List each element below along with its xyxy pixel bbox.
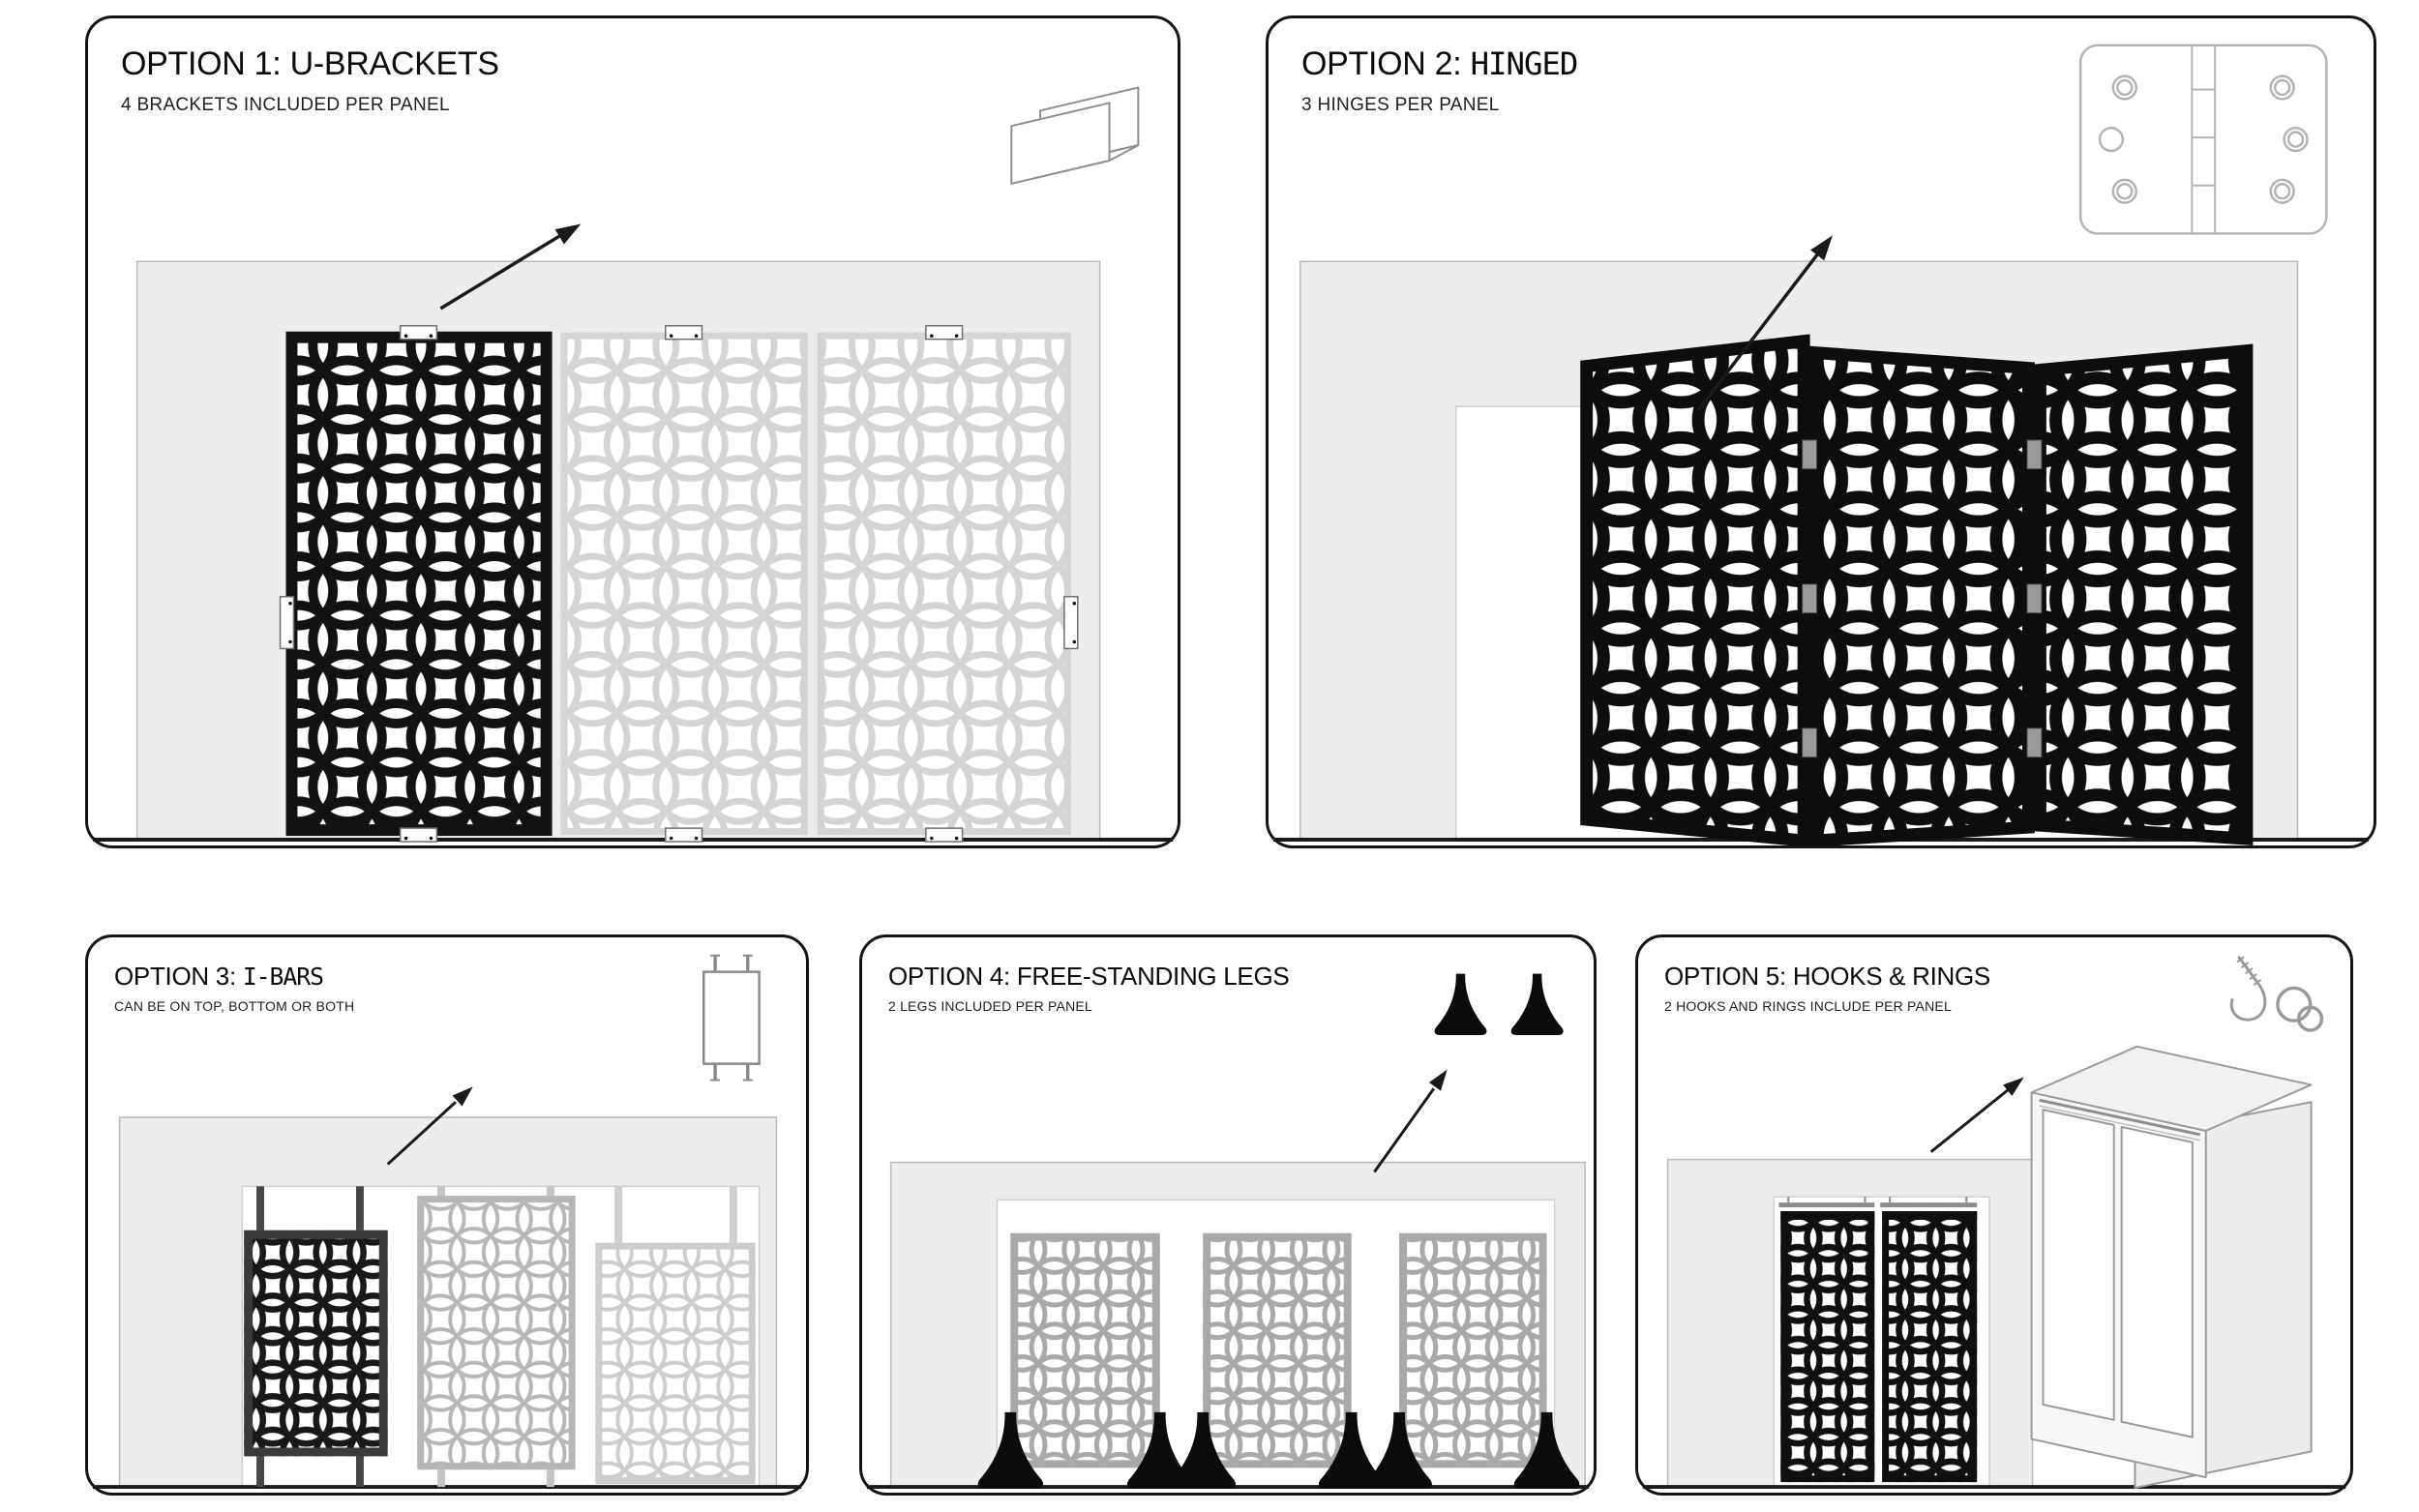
cabinet-blank-panel-2 (2120, 1125, 2194, 1438)
hooks-rings-scene (1642, 955, 2346, 1490)
cabinet-blank-panel-1 (2042, 1109, 2115, 1421)
option-2-title-prefix: OPTION 2: (1301, 45, 1462, 82)
option-4-title: OPTION 4: FREE-STANDING LEGS (888, 962, 1290, 991)
screen-panel-3 (2033, 343, 2254, 845)
option-5-header: OPTION 5: HOOKS & RINGS 2 HOOKS AND RING… (1664, 962, 1990, 1015)
option-3-header: OPTION 3: I-BARS CAN BE ON TOP, BOTTOM O… (114, 962, 355, 1015)
pointer-arrow (1373, 1069, 1448, 1173)
cabinet-top-face (2030, 1045, 2313, 1132)
hinged-scene (1272, 44, 2370, 845)
option-card-i-bars: OPTION 3: I-BARS CAN BE ON TOP, BOTTOM O… (85, 934, 809, 1496)
option-4-title-name: FREE-STANDING LEGS (1016, 962, 1290, 991)
panel-gray-1 (560, 332, 808, 836)
hanging-rails (1778, 1197, 1978, 1208)
standing-panel-1 (1010, 1232, 1160, 1468)
screen-panel-1 (1580, 334, 1810, 845)
option-4-title-prefix: OPTION 4: (888, 962, 1010, 991)
hinges (1802, 439, 2043, 758)
free-standing-legs-icon (1434, 973, 1564, 1035)
cabinet (2030, 1045, 2313, 1490)
pointer-arrow (1929, 1077, 2024, 1153)
panel-black-with-ibars (244, 1186, 388, 1488)
option-4-header: OPTION 4: FREE-STANDING LEGS 2 LEGS INCL… (888, 962, 1290, 1015)
option-4-subtitle: 2 LEGS INCLUDED PER PANEL (888, 998, 1092, 1015)
option-1-title: OPTION 1: U-BRACKETS (121, 45, 499, 82)
panel-gray-2 (817, 332, 1071, 836)
hanging-panel-1 (1780, 1211, 1875, 1483)
hooks-and-rings-icon (2229, 955, 2324, 1032)
standing-panel-2 (1203, 1232, 1352, 1468)
option-3-subtitle: CAN BE ON TOP, BOTTOM OR BOTH (114, 998, 355, 1015)
pointer-arrow (1696, 235, 1833, 412)
panel-black (285, 331, 552, 837)
panel-gray-with-ibars (417, 1186, 576, 1488)
option-2-title: OPTION 2: HINGED (1301, 45, 1579, 82)
pointer-arrow (386, 1086, 473, 1166)
option-2-subtitle: 3 HINGES PER PANEL (1301, 94, 1500, 115)
option-3-title-prefix: OPTION 3: (114, 962, 236, 991)
option-3-title: OPTION 3: I-BARS (114, 962, 354, 991)
standing-panel-3 (1399, 1232, 1547, 1468)
u-bracket-icon (1010, 86, 1140, 185)
option-3-title-name: I-BARS (242, 963, 324, 991)
option-card-u-brackets: OPTION 1: U-BRACKETS 4 BRACKETS INCLUDED… (85, 15, 1180, 848)
folding-screen (1580, 334, 2254, 845)
option-5-subtitle: 2 HOOKS AND RINGS INCLUDE PER PANEL (1664, 998, 1952, 1015)
pointer-arrow (439, 223, 582, 311)
option-5-title-name: HOOKS & RINGS (1792, 962, 1990, 991)
screen-panel-2 (1808, 345, 2035, 845)
u-brackets-scene (92, 86, 1174, 843)
option-1-title-name: U-BRACKETS (289, 45, 499, 82)
option-2-header: OPTION 2: HINGED 3 HINGES PER PANEL (1301, 45, 1579, 116)
option-card-hooks-rings: OPTION 5: HOOKS & RINGS 2 HOOKS AND RING… (1635, 934, 2353, 1496)
option-5-title-prefix: OPTION 5: (1664, 962, 1786, 991)
option-2-title-name: HINGED (1470, 45, 1579, 82)
free-standing-legs-scene (866, 973, 1590, 1490)
option-1-header: OPTION 1: U-BRACKETS 4 BRACKETS INCLUDED… (121, 45, 499, 116)
hanging-panel-2 (1882, 1211, 1978, 1483)
panel-lightgray-top-ibars (595, 1186, 756, 1485)
i-bar-icon (702, 954, 761, 1082)
option-card-free-standing-legs: OPTION 4: FREE-STANDING LEGS 2 LEGS INCL… (859, 934, 1597, 1496)
option-1-title-prefix: OPTION 1: (121, 45, 282, 82)
i-bars-scene (92, 954, 802, 1490)
option-card-hinged: OPTION 2: HINGED 3 HINGES PER PANEL (1266, 15, 2376, 848)
hinge-icon (2078, 44, 2328, 235)
option-1-subtitle: 4 BRACKETS INCLUDED PER PANEL (121, 94, 450, 115)
option-5-title: OPTION 5: HOOKS & RINGS (1664, 962, 1990, 991)
